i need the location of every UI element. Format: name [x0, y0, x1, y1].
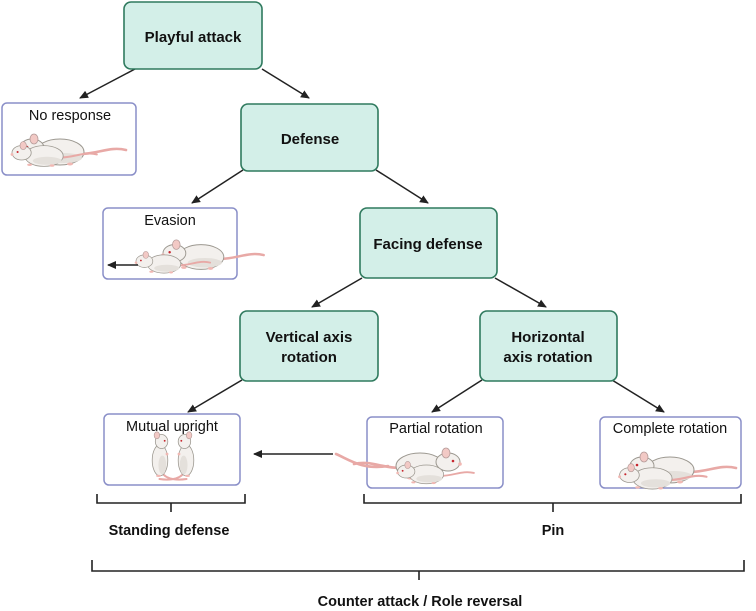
- node-playful-attack: Playful attack: [123, 1, 263, 70]
- outcome-evasion-label: Evasion: [144, 213, 196, 229]
- outcome-mutual-upright: Mutual upright: [103, 413, 241, 486]
- arrow-attack-to-no-response: [79, 68, 136, 99]
- group-pin-label: Pin: [542, 523, 565, 539]
- arrow-facing-to-horizontal: [494, 277, 547, 308]
- outcome-evasion: Evasion: [102, 207, 265, 280]
- arrow-facing-to-vertical: [311, 277, 363, 308]
- outcome-partial-rotation-label: Partial rotation: [389, 421, 483, 437]
- node-horizontal-label-line1: Horizontal: [511, 329, 584, 346]
- node-vertical-label-line1: Vertical axis: [266, 329, 353, 346]
- outcome-partial-rotation: Partial rotation: [334, 416, 504, 489]
- node-defense: Defense: [240, 103, 379, 172]
- arrows: [79, 68, 665, 458]
- bracket-counter-attack: [91, 560, 745, 580]
- outcome-mutual-upright-label: Mutual upright: [126, 419, 218, 435]
- node-horizontal-label-line2: axis rotation: [503, 349, 592, 366]
- outcome-complete-rotation: Complete rotation: [599, 416, 742, 491]
- outcome-complete-rotation-label: Complete rotation: [613, 421, 727, 437]
- node-vertical-label-line2: rotation: [281, 349, 337, 366]
- bracket-standing-defense: [96, 494, 246, 512]
- arrow-attack-to-defense: [261, 68, 310, 99]
- node-facing-defense-label: Facing defense: [373, 236, 482, 253]
- node-playful-attack-label: Playful attack: [145, 29, 242, 46]
- arrow-horizontal-to-partial: [431, 379, 483, 413]
- node-horizontal-axis-rotation: Horizontal axis rotation: [479, 310, 618, 382]
- bracket-pin: [363, 494, 742, 512]
- group-standing-defense-label: Standing defense: [109, 523, 230, 539]
- outcome-no-response: No response: [1, 102, 137, 176]
- node-vertical-axis-rotation: Vertical axis rotation: [239, 310, 379, 382]
- arrow-horizontal-to-complete: [611, 379, 665, 413]
- arrow-vertical-to-mutual: [187, 379, 243, 413]
- outcome-no-response-label: No response: [29, 108, 111, 124]
- arrow-defense-to-evasion: [191, 169, 244, 204]
- node-defense-label: Defense: [281, 131, 339, 148]
- arrow-defense-to-facing: [375, 169, 429, 204]
- node-facing-defense: Facing defense: [359, 207, 498, 279]
- group-counter-attack-label: Counter attack / Role reversal: [318, 594, 523, 610]
